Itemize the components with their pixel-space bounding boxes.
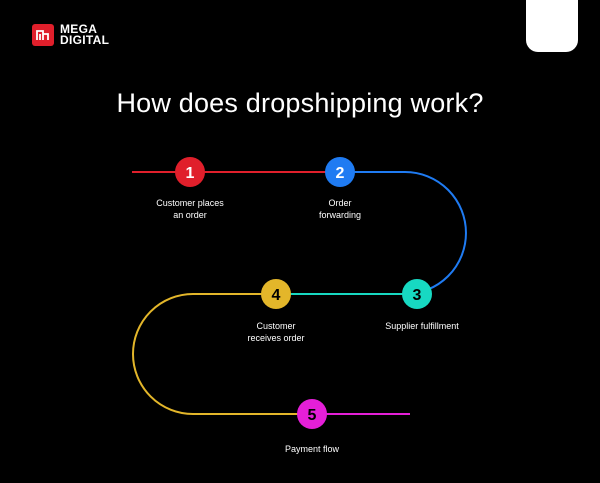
step-number-3: 3 [413,287,422,304]
brand-logo: MEGA DIGITAL [32,22,110,47]
step-label-2: Order forwarding [318,198,362,220]
step-number-4: 4 [272,287,281,304]
step-node-2: 2 [325,157,355,187]
step-label-1: Customer places an order [156,198,224,220]
step-number-1: 1 [186,165,195,182]
brand-wordmark: MEGA DIGITAL [60,22,110,47]
corner-tab [526,0,578,52]
page-title: How does dropshipping work? [116,88,484,118]
step-node-3: 3 [402,279,432,309]
step-label-5: Payment flow [284,444,340,454]
brand-mark-icon [32,24,54,46]
step-node-5: 5 [297,399,327,429]
step-label-4: Customer receives order [247,321,305,343]
brand-line-1: MEGA [60,22,98,36]
step-node-1: 1 [175,157,205,187]
brand-line-2: DIGITAL [60,33,110,47]
step-node-4: 4 [261,279,291,309]
step-number-2: 2 [336,165,345,182]
step-label-3: Supplier fulfillment [385,321,459,331]
step-number-5: 5 [308,407,317,424]
flow-segment-4-5 [132,293,312,415]
flow-segment-2-3 [340,171,467,295]
